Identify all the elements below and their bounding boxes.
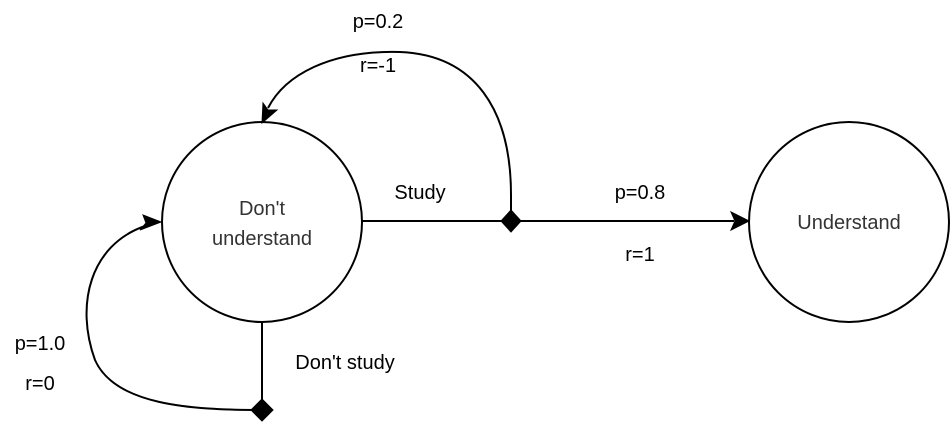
study-decision-node	[500, 209, 522, 233]
dont-study-to-dont-understand-arrowhead	[139, 214, 163, 231]
study-to-understand-p-label: p=0.8	[615, 182, 666, 204]
state-understand-label: Understand	[797, 212, 900, 234]
state-dont-understand-circle	[161, 121, 363, 323]
dont-study-to-dont-understand-r-label: r=0	[25, 373, 54, 395]
dont-study-action-label: Don't study	[295, 352, 394, 374]
state-understand-circle	[748, 121, 950, 323]
study-action-label: Study	[394, 182, 445, 204]
study-to-dont-understand-p-label: p=0.2	[353, 11, 404, 33]
state-dont-understand: Don't understand	[161, 121, 363, 323]
dont-study-decision-node	[250, 398, 274, 422]
state-dont-understand-label-line1: Don't	[239, 198, 286, 220]
state-dont-understand-label-line2: understand	[212, 228, 312, 250]
study-to-understand-r-label: r=1	[625, 244, 654, 266]
study-to-dont-understand-arrowhead	[261, 101, 279, 125]
state-understand: Understand	[748, 121, 950, 323]
study-to-understand-arrowhead	[729, 210, 751, 232]
study-to-dont-understand-r-label: r=-1	[360, 55, 396, 77]
dont-study-to-dont-understand-p-label: p=1.0	[15, 333, 66, 355]
dont-study-to-dont-understand-edge	[85, 225, 263, 411]
study-to-dont-understand-edge	[267, 50, 512, 221]
